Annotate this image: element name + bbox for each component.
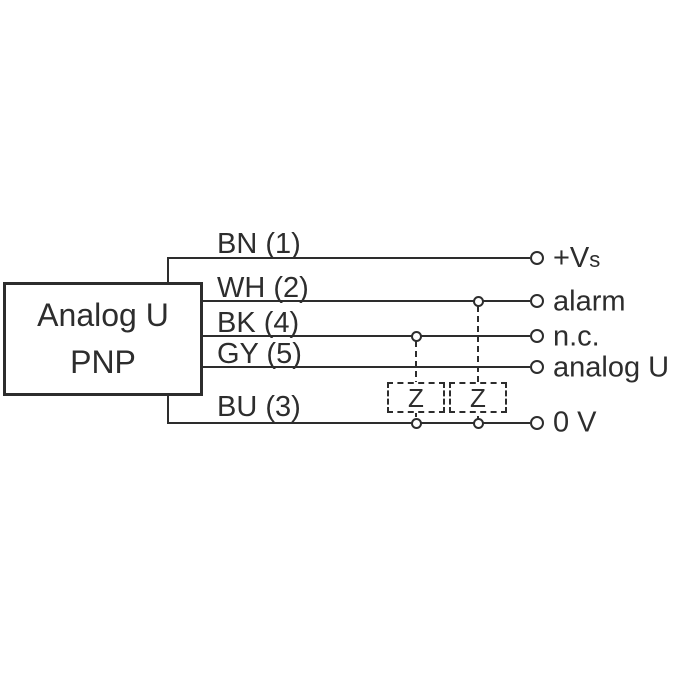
terminal-label-vs-main: +V — [553, 242, 590, 274]
load-label-1: Z — [408, 382, 424, 413]
wire-bu — [167, 422, 530, 424]
junction-circle-0v-left — [411, 418, 422, 429]
wire-label-gy: GY (5) — [217, 338, 302, 370]
device-name-line2: PNP — [70, 344, 136, 380]
load-label-2: Z — [470, 382, 486, 413]
wire-label-wh: WH (2) — [217, 272, 309, 304]
wire-bn — [167, 257, 530, 259]
terminal-label-alarm: alarm — [553, 285, 626, 318]
junction-circle-alarm — [473, 296, 484, 307]
dashed-connector-nc-to-0v — [415, 341, 417, 419]
device-name-line1: Analog U — [37, 297, 169, 333]
junction-circle-0v-right — [473, 418, 484, 429]
wire-label-bu: BU (3) — [217, 391, 301, 423]
terminal-circle-nc — [530, 329, 544, 343]
wire-label-bk: BK (4) — [217, 307, 300, 339]
wire-gy — [201, 366, 530, 368]
terminal-circle-alarm — [530, 294, 544, 308]
terminal-label-vs: +Vs — [553, 244, 600, 274]
terminal-label-vs-sub: s — [589, 247, 601, 272]
wire-bu-riser — [167, 394, 169, 424]
terminal-circle-0v — [530, 416, 544, 430]
terminal-label-0v: 0 V — [553, 406, 597, 439]
wire-bn-riser — [167, 257, 169, 284]
dashed-connector-alarm-to-0v — [477, 306, 479, 419]
terminal-label-nc: n.c. — [553, 320, 600, 353]
junction-circle-nc — [411, 331, 422, 342]
device-box: Analog U PNP — [3, 282, 203, 396]
wire-label-bn: BN (1) — [217, 228, 301, 260]
wire-bk — [201, 335, 530, 337]
wire-wh — [201, 300, 530, 302]
load-box-2: Z — [449, 382, 507, 413]
terminal-circle-vs — [530, 251, 544, 265]
terminal-circle-analog-u — [530, 360, 544, 374]
load-box-1: Z — [387, 382, 445, 413]
terminal-label-analog-u: analog U — [553, 351, 670, 384]
